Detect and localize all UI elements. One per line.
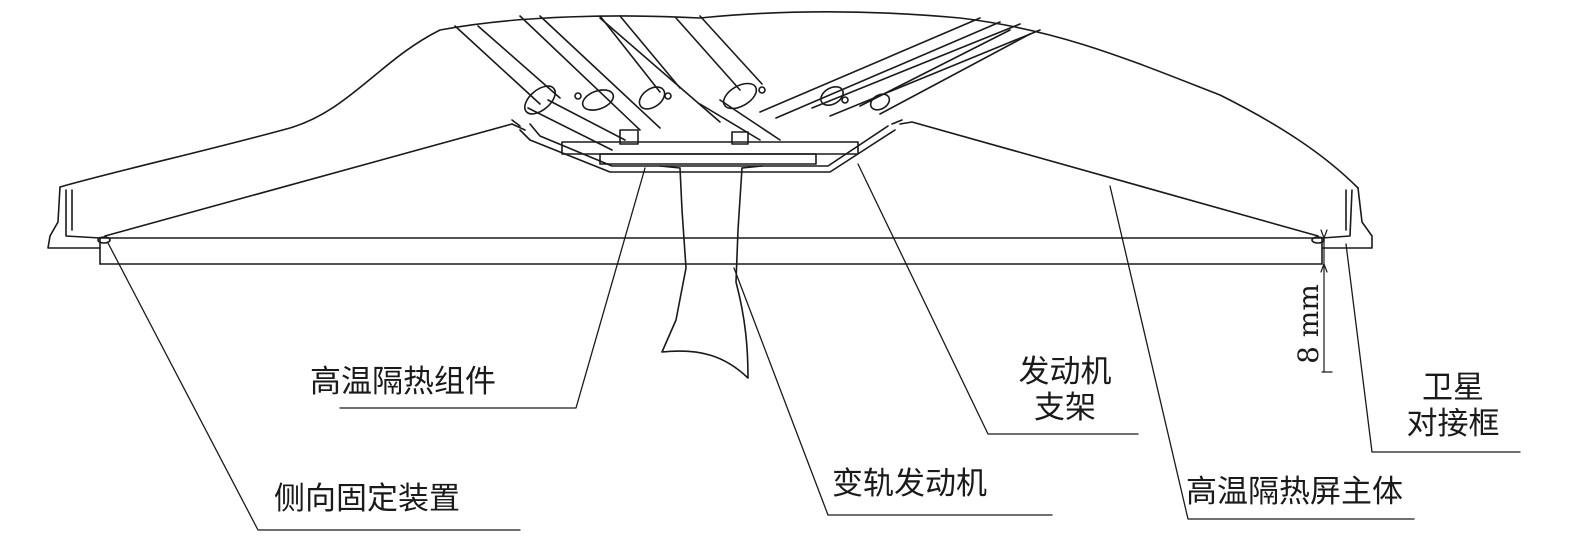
leader-docking	[1345, 243, 1521, 453]
leader-lines	[107, 163, 1521, 531]
heat-shield-outer-profile	[59, 11, 1359, 189]
insulation-assembly-v-inner	[529, 123, 889, 167]
dimension-gap	[1320, 229, 1333, 373]
left-edge-wall	[47, 186, 101, 249]
mount-plate-bottom	[599, 153, 817, 165]
leader-insulation	[339, 167, 646, 409]
label-lateral-fixing-device: 侧向固定装置	[274, 481, 460, 517]
right-edge-wall	[1321, 187, 1373, 249]
engine-neck-left	[659, 165, 681, 169]
leader-lateral	[107, 242, 521, 531]
dimension-gap-label: 8 mm	[1292, 284, 1325, 364]
label-docking-frame-line2: 对接框	[1406, 406, 1500, 442]
right-inner-surface	[899, 121, 1319, 237]
insulation-assembly-v	[519, 129, 896, 173]
label-heat-shield-body: 高温隔热屏主体	[1186, 474, 1403, 510]
leader-engine	[733, 267, 1053, 516]
orbit-engine-nozzle	[661, 167, 749, 379]
label-engine-bracket-line2: 支架	[1034, 390, 1096, 426]
label-orbit-engine: 变轨发动机	[832, 466, 987, 502]
label-engine-bracket: 发动机 支架	[990, 354, 1140, 426]
left-inner-surface	[104, 123, 526, 237]
label-engine-bracket-line1: 发动机	[1018, 354, 1112, 390]
leader-shield-body	[1109, 185, 1415, 520]
strut-clamps	[523, 82, 891, 115]
label-docking-frame: 卫星 对接框	[1372, 370, 1534, 442]
leader-bracket	[857, 163, 1139, 435]
label-docking-frame-line1: 卫星	[1422, 370, 1484, 406]
engine-neck-right	[741, 165, 763, 169]
mount-block-2	[731, 131, 749, 145]
left-fixing-device	[97, 236, 111, 244]
label-insulation-assembly: 高温隔热组件	[310, 364, 496, 400]
engine-bracket-struts	[454, 15, 1041, 151]
